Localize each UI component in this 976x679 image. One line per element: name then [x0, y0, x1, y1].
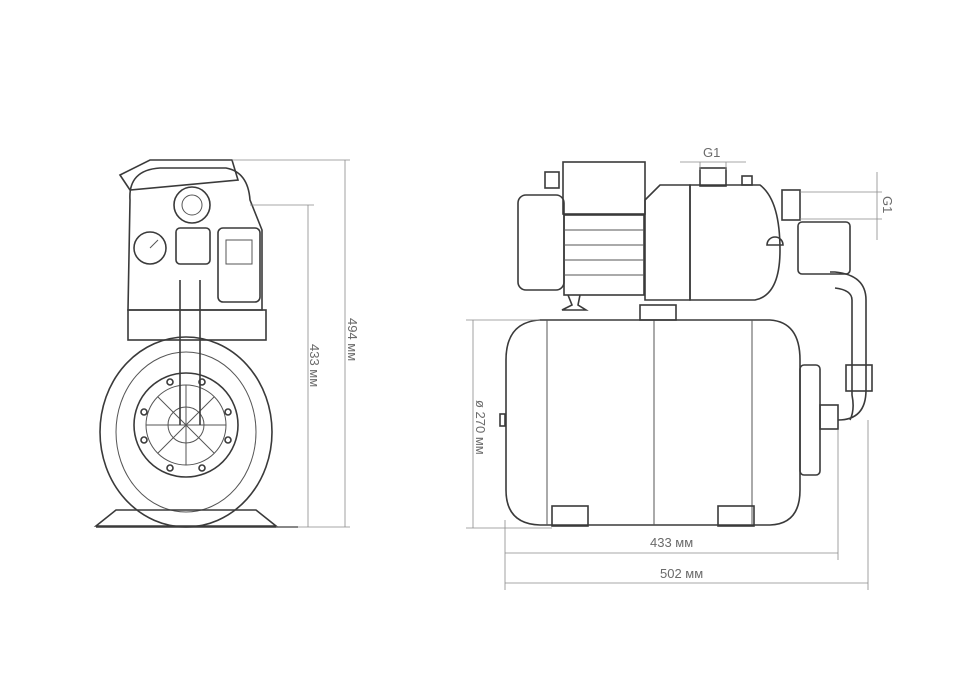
- front-pressure-switch: [217, 227, 261, 303]
- pressure-gauge-icon: [133, 231, 167, 265]
- tank-flange: [799, 364, 821, 476]
- dim-tank-diameter: ø 270 мм: [473, 400, 488, 455]
- side-tank-outline: [505, 319, 801, 526]
- dim-side-tank-length: 433 мм: [650, 535, 694, 550]
- front-tank-flange: [133, 372, 239, 478]
- motor-body: [563, 214, 645, 296]
- pump-housing: [689, 184, 781, 301]
- dim-outlet-thread: G1: [703, 145, 721, 160]
- front-dimension-lines: [232, 159, 350, 528]
- side-view: [466, 161, 882, 590]
- outlet-port: [699, 167, 727, 187]
- front-view: [93, 159, 350, 528]
- tank-foot: [551, 505, 589, 527]
- dim-side-overall-length: 502 мм: [660, 566, 704, 581]
- side-dimension-lines: [466, 161, 882, 590]
- inlet-port: [781, 189, 801, 221]
- dim-front-tank-height: 433 мм: [307, 344, 322, 388]
- front-outlet: [173, 186, 211, 224]
- brand-logo-plate: [175, 227, 211, 265]
- side-pressure-switch: [797, 221, 851, 275]
- motor-end-cap: [517, 194, 565, 291]
- front-pump-body: [127, 167, 263, 311]
- front-tank-top-bracket: [127, 309, 267, 341]
- dim-front-overall-height: 494 мм: [345, 318, 360, 362]
- front-pipe: [179, 280, 201, 425]
- pump-bracket: [644, 184, 691, 301]
- front-base-feet: [93, 509, 279, 527]
- side-pipe: [830, 271, 867, 421]
- dim-inlet-thread: G1: [880, 196, 895, 214]
- tank-foot: [717, 505, 755, 527]
- terminal-box: [562, 161, 646, 215]
